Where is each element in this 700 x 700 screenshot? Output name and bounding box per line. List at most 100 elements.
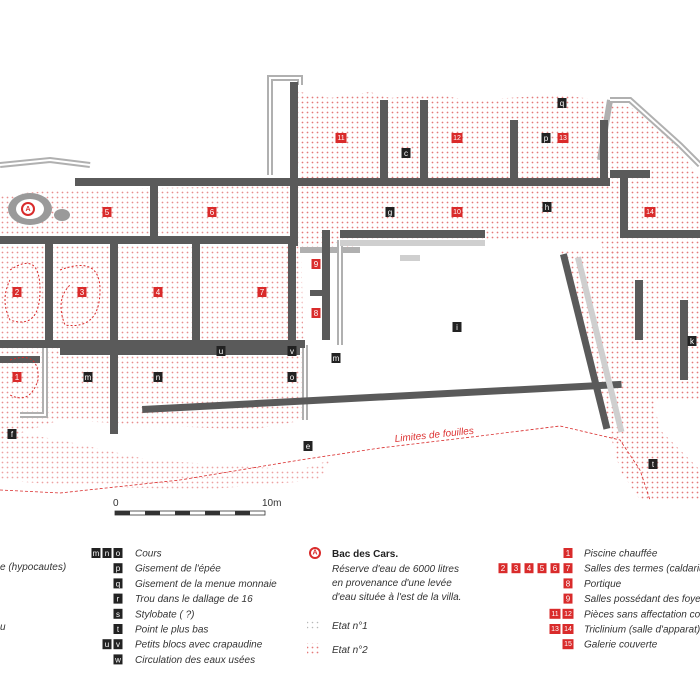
room-badge: 10: [451, 207, 463, 217]
point-badge: u: [216, 346, 226, 356]
legend-col2-item: Gisement de la menue monnaie: [135, 579, 277, 590]
svg-text:q: q: [560, 99, 564, 108]
svg-text:1: 1: [566, 549, 571, 558]
legend-point-badge: p: [113, 563, 123, 574]
legend-room-badge: 4: [524, 563, 534, 574]
legend-col2-item: Point le plus bas: [135, 625, 208, 636]
point-badge: t: [648, 459, 658, 469]
svg-text:o: o: [116, 549, 121, 558]
legend-tank-desc: en provenance d'une levée: [332, 578, 452, 589]
svg-text:v: v: [116, 640, 120, 649]
legend-tank-desc: d'eau située à l'est de la villa.: [332, 592, 461, 603]
svg-text:m: m: [85, 373, 92, 382]
legend-point-badge: r: [113, 593, 123, 604]
svg-text:9: 9: [314, 260, 319, 269]
point-badge: i: [452, 322, 462, 332]
point-badge: o: [287, 372, 297, 382]
svg-text:o: o: [290, 373, 295, 382]
svg-text:m: m: [93, 549, 100, 558]
point-badge: m: [331, 353, 341, 363]
point-badge: e: [303, 441, 313, 451]
svg-text:2: 2: [501, 564, 506, 573]
svg-text:12: 12: [564, 611, 572, 618]
legend-col1-item: e (hypocautes): [0, 562, 66, 573]
main-walls: [0, 82, 700, 434]
svg-text:2: 2: [15, 288, 20, 297]
svg-text:w: w: [114, 655, 121, 664]
point-badge: v: [287, 346, 297, 356]
svg-text:u: u: [105, 640, 109, 649]
scale-bar: 0 10m: [113, 498, 281, 516]
room-badge: 8: [311, 308, 321, 318]
legend-tank-title: Bac des Cars.: [332, 549, 398, 560]
state-2-area: [0, 90, 700, 500]
legend-col4-item: Salles des termes (caldarium,: [584, 564, 700, 575]
legend-room-badge: 8: [563, 578, 573, 589]
room-badge: 2: [12, 287, 22, 297]
svg-text:t: t: [652, 460, 655, 469]
point-badge: k: [687, 336, 697, 346]
legend-col2-item: Petits blocs avec crapaudine: [135, 640, 263, 651]
svg-text:s: s: [116, 610, 120, 619]
excavation-limit-label: Limites de fouilles: [394, 426, 474, 445]
legend-tank-badge: A: [312, 550, 317, 557]
legend-point-badge: t: [113, 624, 123, 634]
legend-room-badge: 5: [537, 563, 547, 574]
legend-room-badge: 12: [562, 608, 574, 619]
svg-text:10: 10: [453, 209, 461, 216]
legend-point-badge: s: [113, 608, 123, 619]
legend-col2-item: Stylobate ( ?): [135, 609, 194, 620]
legend-room-badge: 13: [549, 624, 561, 634]
svg-text:6: 6: [210, 208, 215, 217]
room-badge: 4: [153, 287, 163, 297]
legend-point-badge: m: [91, 548, 101, 558]
legend-etat1: Etat n°1: [332, 621, 368, 632]
legend-etat2: Etat n°2: [332, 645, 368, 656]
svg-text:p: p: [544, 134, 549, 143]
svg-text:r: r: [117, 595, 120, 604]
room-badge: 14: [644, 207, 656, 217]
svg-text:A: A: [25, 206, 30, 213]
svg-text:q: q: [116, 579, 120, 588]
svg-text:4: 4: [156, 288, 161, 297]
legend-point-badge: q: [113, 578, 123, 589]
svg-text:14: 14: [646, 209, 654, 216]
legend-col4-item: Pièces sans affectation con: [584, 609, 700, 620]
svg-text:n: n: [105, 549, 109, 558]
legend-room-badge: 3: [511, 563, 521, 574]
svg-text:1: 1: [15, 373, 20, 382]
svg-text:15: 15: [564, 641, 572, 648]
legend-col2-item: Trou dans le dallage de 16: [135, 594, 253, 605]
legend-col4-item: Portique: [584, 579, 622, 590]
svg-text:5: 5: [540, 564, 545, 573]
legend-room-badge: 6: [550, 563, 560, 574]
legend-col4-item: Salles possédant des foyers: [584, 594, 700, 605]
svg-text:c: c: [404, 149, 408, 158]
legend-tank-desc: Réserve d'eau de 6000 litres: [332, 564, 459, 575]
point-badge: p: [541, 133, 551, 143]
room-badge: 9: [311, 259, 321, 269]
legend-point-badge: v: [113, 639, 123, 650]
svg-text:11: 11: [337, 135, 344, 142]
room-badge: 12: [451, 133, 463, 143]
svg-text:v: v: [290, 347, 294, 356]
legend-point-badge: n: [102, 548, 112, 558]
svg-text:11: 11: [551, 611, 558, 618]
point-badge: h: [542, 202, 552, 212]
svg-text:p: p: [116, 564, 121, 573]
svg-text:n: n: [156, 373, 160, 382]
legend-point-badge: u: [102, 639, 112, 650]
svg-text:u: u: [219, 347, 223, 356]
svg-text:13: 13: [559, 135, 567, 142]
svg-text:9: 9: [566, 595, 571, 604]
legend-col1-item: u: [0, 622, 6, 633]
legend-col2-item: Circulation des eaux usées: [135, 655, 255, 666]
room-badge: 1: [12, 372, 22, 382]
legend-room-badge: 2: [498, 563, 508, 574]
